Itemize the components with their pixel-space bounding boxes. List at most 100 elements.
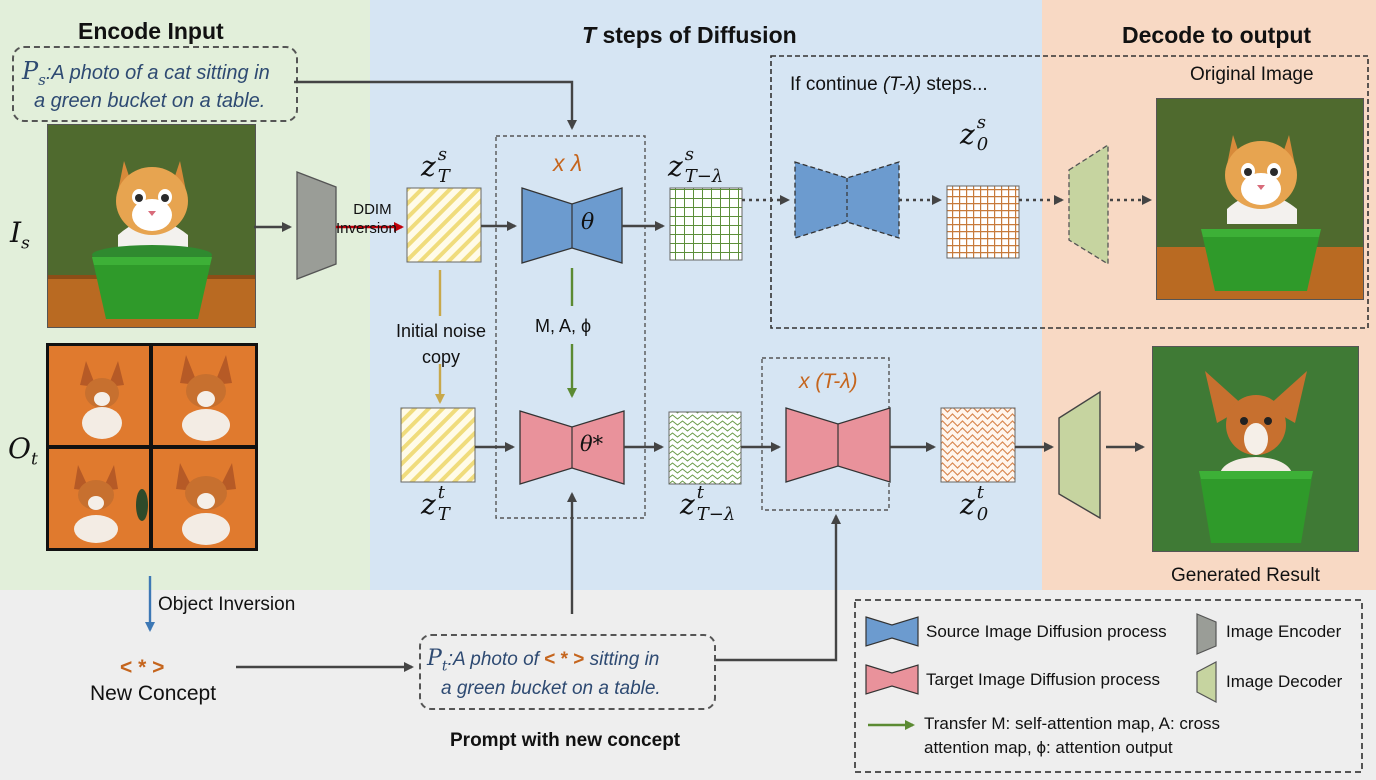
corgi-4 xyxy=(176,463,236,545)
latent-zs0-sub: 0 xyxy=(976,134,989,155)
latent-zt0-noise xyxy=(940,407,1016,483)
source-prompt-sub: s xyxy=(38,70,46,89)
latent-zsT-noise xyxy=(406,187,482,263)
generated-result-image xyxy=(1152,346,1359,552)
x-lambda-label: x λ xyxy=(553,150,583,176)
ddim-label-line2: Inversion xyxy=(336,220,397,237)
new-concept-label: New Concept xyxy=(90,682,217,705)
latent-zsTl-noise xyxy=(669,187,743,261)
diffusion-section-bg xyxy=(370,0,1042,590)
ddim-label-line1: DDIM xyxy=(353,201,392,218)
diffusion-title-var: T xyxy=(582,22,597,48)
legend-transfer-line2: attention map, ϕ: attention output xyxy=(924,738,1173,757)
theta-star-label: θ* xyxy=(580,432,604,456)
latent-zs0-sup: s xyxy=(976,112,987,133)
legend-source-icon xyxy=(865,616,919,647)
if-continue-label: If continue (T-λ) steps... xyxy=(790,74,988,96)
source-prompt-line1: Ps:A photo of a cat sitting in xyxy=(22,57,270,89)
target-prompt-token: < * > xyxy=(544,649,585,670)
legend-decoder-icon xyxy=(1196,661,1217,703)
target-object-grid xyxy=(46,343,258,551)
prompt-caption: Prompt with new concept xyxy=(450,730,681,751)
source-prompt-text1: A photo of a cat sitting in xyxy=(51,62,270,84)
latent-zsT-sub: T xyxy=(437,166,450,187)
if-continue-mid: (T-λ) xyxy=(882,74,922,95)
target-prompt-text-post: sitting in xyxy=(584,649,660,670)
ddim-label: DDIM Inversion xyxy=(336,200,397,238)
corgi-1 xyxy=(80,361,124,439)
latent-zsTl-sup: s xyxy=(684,144,695,165)
original-image xyxy=(1156,98,1364,300)
diffusion-title: T steps of Diffusion xyxy=(582,22,797,49)
target-object-symbol: O xyxy=(8,432,31,465)
target-prompt-text-pre: A photo of xyxy=(453,649,545,670)
legend-encoder-label: Image Encoder xyxy=(1226,622,1342,641)
target-object-sub: t xyxy=(30,449,38,470)
original-image-label: Original Image xyxy=(1190,64,1314,85)
target-prompt-arrow-right xyxy=(714,514,841,662)
decode-title: Decode to output xyxy=(1122,22,1312,48)
theta-label: θ xyxy=(581,210,595,235)
legend-target-icon xyxy=(865,664,919,695)
latent-ztTl-base: z xyxy=(680,488,695,521)
latent-zsTl-base: z xyxy=(668,150,683,183)
object-inversion-label: Object Inversion xyxy=(158,594,296,615)
latent-ztT-base: z xyxy=(421,488,436,521)
target-prompt-box: Pt:A photo of < * > sitting in a green b… xyxy=(419,634,716,710)
legend-box xyxy=(854,599,1363,773)
legend-target-label: Target Image Diffusion process xyxy=(926,670,1161,689)
original-cat-illustration xyxy=(1157,99,1363,299)
source-image-label: Is xyxy=(10,216,30,254)
shared-steps-box xyxy=(495,135,646,519)
latent-ztT-noise xyxy=(400,407,476,483)
corgi-2 xyxy=(180,355,232,441)
target-prompt-text2: a green bucket on a table. xyxy=(441,678,661,699)
legend-transfer-label: Transfer M: self-attention map, A: cross… xyxy=(924,712,1220,760)
target-prompt-sub: t xyxy=(441,658,448,675)
initial-noise-line2: copy xyxy=(421,347,461,367)
generated-result-label: Generated Result xyxy=(1171,565,1320,586)
latent-zsT-base: z xyxy=(421,150,436,183)
legend-source-label: Source Image Diffusion process xyxy=(926,622,1167,641)
legend-encoder-icon xyxy=(1196,613,1217,655)
latent-zt0-sub: 0 xyxy=(976,504,989,525)
latent-ztT-sup: t xyxy=(437,482,445,503)
image-encoder-shape xyxy=(296,171,337,280)
latent-zsTl-sub: T−λ xyxy=(684,166,724,187)
continue-steps-box xyxy=(770,55,1369,329)
source-cat-image xyxy=(47,124,256,328)
cat-illustration xyxy=(48,125,255,327)
latent-zs0-base: z xyxy=(960,118,975,151)
latent-ztTl-sup: t xyxy=(696,482,704,503)
latent-ztT-sub: T xyxy=(437,504,450,525)
if-continue-post: steps... xyxy=(921,74,988,95)
target-prompt-symbol: P xyxy=(427,646,442,671)
corgi-3 xyxy=(74,465,148,543)
legend-transfer-line1: Transfer M: self-attention map, A: cross xyxy=(924,714,1221,733)
latent-ztTl-sub: T−λ xyxy=(696,504,736,525)
legend-decoder-label: Image Decoder xyxy=(1226,672,1343,691)
bottom-section-bg xyxy=(0,590,1376,780)
initial-noise-line1: Initial noise xyxy=(395,321,487,341)
encode-title: Encode Input xyxy=(78,18,224,44)
new-concept-token: < * > xyxy=(120,656,165,679)
source-image-sub: s xyxy=(21,233,30,254)
corgi-grid-illustration xyxy=(49,346,255,548)
diffusion-title-rest: steps of Diffusion xyxy=(596,22,797,48)
transfer-label: M, A, ϕ xyxy=(535,316,592,336)
x-T-lambda-label: x (T-λ) xyxy=(799,370,858,393)
image-decoder-shape xyxy=(1058,390,1101,520)
latent-zt0-sup: t xyxy=(976,482,984,503)
source-prompt-arrow xyxy=(294,80,577,130)
source-prompt-text2: a green bucket on a table. xyxy=(34,90,266,112)
source-image-symbol: I xyxy=(10,216,22,249)
image-decoder-continue xyxy=(1068,143,1109,266)
